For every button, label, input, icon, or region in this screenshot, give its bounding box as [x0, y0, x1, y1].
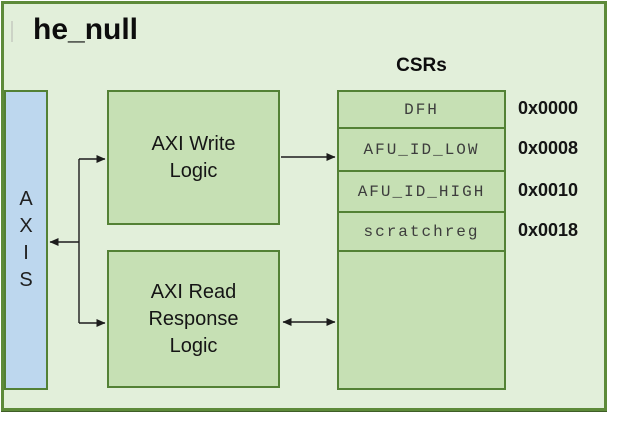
module-title: he_null [33, 13, 139, 46]
axis-letter: S [19, 269, 33, 291]
module-boundary [1, 1, 607, 411]
csr-register-table: DFH AFU_ID_LOW AFU_ID_HIGH scratchreg [337, 90, 506, 390]
axis-interface-block: A X I S [4, 90, 48, 390]
csr-address-column: 0x0000 0x0008 0x0010 0x0018 [516, 90, 606, 250]
csr-address-afu-id-high: 0x0010 [518, 180, 579, 200]
csr-table-title: CSRs [396, 55, 447, 76]
csr-row-afu-id-high: AFU_ID_HIGH [339, 172, 504, 213]
csr-row-afu-id-low: AFU_ID_LOW [339, 129, 504, 172]
axis-letter: A [19, 188, 33, 210]
axis-letter: I [23, 242, 29, 264]
axi-write-logic-block: AXI Write Logic [107, 90, 280, 225]
csr-row-scratchreg: scratchreg [339, 213, 504, 252]
axi-read-response-logic-block: AXI Read Response Logic [107, 250, 280, 388]
cursor-artifact [11, 21, 13, 42]
csr-row-dfh: DFH [339, 92, 504, 129]
csr-address-dfh: 0x0000 [518, 98, 579, 118]
csr-address-afu-id-low: 0x0008 [518, 138, 579, 158]
csr-row-empty [339, 252, 504, 388]
csr-address-scratchreg: 0x0018 [518, 220, 579, 240]
axis-letter: X [19, 215, 33, 237]
